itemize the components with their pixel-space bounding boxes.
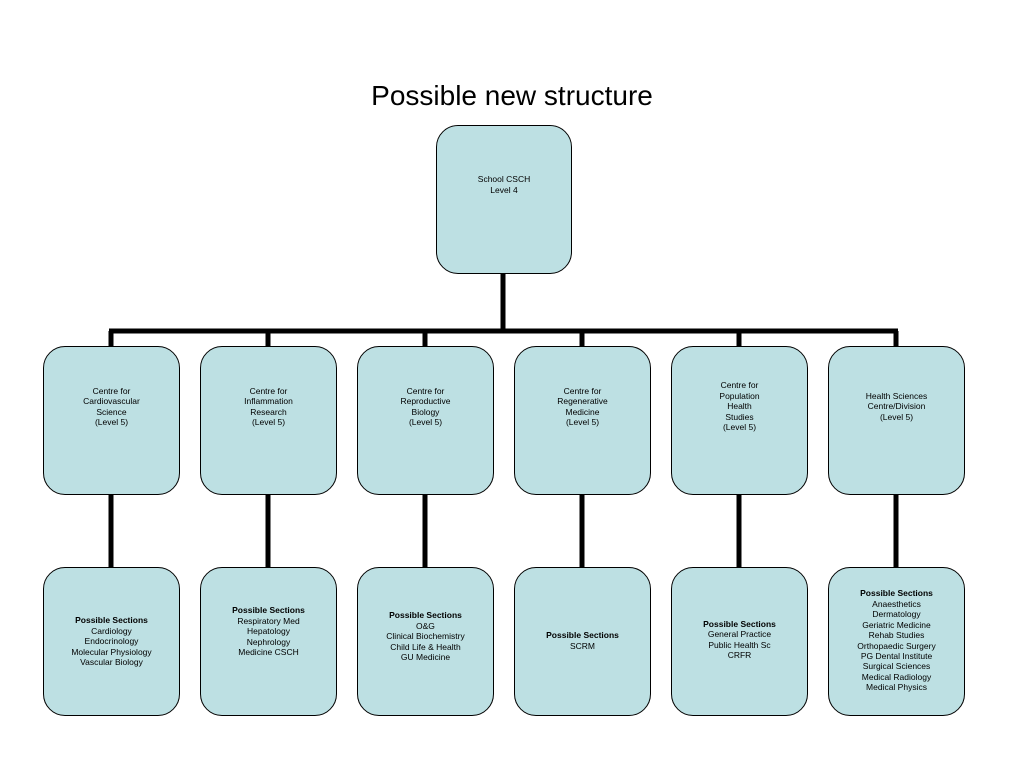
centre-node-line: (Level 5) xyxy=(565,416,600,427)
centre-node-line: Reproductive xyxy=(400,396,451,407)
page-title: Possible new structure xyxy=(371,80,653,111)
sections-node-health-sciences: Possible Sections Anaesthetics Dermatolo… xyxy=(828,567,965,716)
centre-node-line: Centre for xyxy=(720,380,759,391)
section-item: Cardiology xyxy=(91,625,132,636)
section-item: SCRM xyxy=(569,640,596,651)
section-item: Endocrinology xyxy=(84,636,139,647)
centre-node-line: (Level 5) xyxy=(722,422,757,433)
centre-node-text: Centre for Cardiovascular Science (Level… xyxy=(83,386,140,428)
sections-heading: Possible Sections xyxy=(75,615,148,626)
centre-node-line: (Level 5) xyxy=(879,411,914,422)
sections-heading: Possible Sections xyxy=(860,588,933,599)
section-item: Orthopaedic Surgery xyxy=(857,640,936,651)
section-item: Rehab Studies xyxy=(868,630,925,641)
section-item: Medical Physics xyxy=(866,682,927,693)
centre-node-line: (Level 5) xyxy=(251,416,286,427)
centre-node-line: Cardiovascular xyxy=(83,396,140,407)
sections-node-text: Possible Sections Cardiology Endocrinolo… xyxy=(71,615,151,667)
section-item: Respiratory Med xyxy=(237,615,300,626)
centre-node-cardiovascular: Centre for Cardiovascular Science (Level… xyxy=(43,346,180,495)
section-item: Dermatology xyxy=(872,609,921,620)
root-node-text: School CSCH Level 4 xyxy=(478,174,530,195)
centre-node-line: Health Sciences xyxy=(865,390,928,401)
sections-heading: Possible Sections xyxy=(703,618,776,629)
sections-node-regenerative: Possible Sections SCRM xyxy=(514,567,651,716)
section-item: Medicine CSCH xyxy=(238,647,299,658)
centre-node-line: Medicine xyxy=(565,406,600,417)
root-node-line: Level 4 xyxy=(490,184,518,195)
centre-node-line: Population xyxy=(719,390,760,401)
centre-node-line: (Level 5) xyxy=(408,416,443,427)
centre-node-reproductive: Centre for Reproductive Biology (Level 5… xyxy=(357,346,494,495)
centre-node-line: Centre for xyxy=(563,385,602,396)
sections-node-reproductive: Possible Sections O&G Clinical Biochemis… xyxy=(357,567,494,716)
section-item: General Practice xyxy=(707,629,772,640)
centre-node-regenerative: Centre for Regenerative Medicine (Level … xyxy=(514,346,651,495)
sections-heading: Possible Sections xyxy=(232,605,305,616)
section-item: GU Medicine xyxy=(400,652,451,663)
centre-node-line: Studies xyxy=(725,411,754,422)
centre-node-population-health: Centre for Population Health Studies (Le… xyxy=(671,346,808,495)
section-item: Public Health Sc xyxy=(708,639,771,650)
sections-node-population-health: Possible Sections General Practice Publi… xyxy=(671,567,808,716)
section-item: Surgical Sciences xyxy=(862,661,931,672)
centre-node-text: Centre for Reproductive Biology (Level 5… xyxy=(400,386,450,428)
centre-node-line: Centre for xyxy=(406,385,445,396)
sections-heading: Possible Sections xyxy=(389,610,462,621)
section-item: Medical Radiology xyxy=(861,671,932,682)
section-item: Clinical Biochemistry xyxy=(386,631,465,642)
sections-heading: Possible Sections xyxy=(546,630,619,641)
section-item: Vascular Biology xyxy=(80,657,143,668)
sections-node-text: Possible Sections SCRM xyxy=(546,630,619,651)
sections-node-text: Possible Sections O&G Clinical Biochemis… xyxy=(386,610,464,662)
centre-node-line: Science xyxy=(96,406,127,417)
section-item: Child Life & Health xyxy=(390,641,461,652)
centre-node-health-sciences: Health Sciences Centre/Division (Level 5… xyxy=(828,346,965,495)
centre-node-line: Health xyxy=(727,401,752,412)
root-node-line: School CSCH xyxy=(477,174,531,185)
sections-node-text: Possible Sections General Practice Publi… xyxy=(703,619,776,661)
sections-node-text: Possible Sections Anaesthetics Dermatolo… xyxy=(857,588,935,692)
section-item: Molecular Physiology xyxy=(71,646,152,657)
section-item: O&G xyxy=(416,620,435,631)
sections-node-inflammation: Possible Sections Respiratory Med Hepato… xyxy=(200,567,337,716)
sections-node-text: Possible Sections Respiratory Med Hepato… xyxy=(232,605,305,657)
centre-node-line: Inflammation xyxy=(244,396,293,407)
centre-node-line: Biology xyxy=(411,406,440,417)
centre-node-text: Centre for Population Health Studies (Le… xyxy=(719,380,759,432)
centre-node-line: Centre for xyxy=(249,385,288,396)
centre-node-line: (Level 5) xyxy=(94,416,129,427)
centre-node-line: Centre/Division xyxy=(867,401,926,412)
centre-node-inflammation: Centre for Inflammation Research (Level … xyxy=(200,346,337,495)
section-item: Geriatric Medicine xyxy=(862,619,931,630)
section-item: PG Dental Institute xyxy=(860,650,933,661)
root-node: School CSCH Level 4 xyxy=(436,125,572,274)
centre-node-text: Health Sciences Centre/Division (Level 5… xyxy=(866,391,927,422)
centre-node-line: Regenerative xyxy=(557,396,608,407)
section-item: CRFR xyxy=(727,649,752,660)
section-item: Hepatology xyxy=(246,626,290,637)
sections-node-cardiovascular: Possible Sections Cardiology Endocrinolo… xyxy=(43,567,180,716)
section-item: Anaesthetics xyxy=(872,598,921,609)
centre-node-line: Research xyxy=(250,406,287,417)
centre-node-text: Centre for Inflammation Research (Level … xyxy=(244,386,293,428)
centre-node-text: Centre for Regenerative Medicine (Level … xyxy=(557,386,608,428)
section-item: Nephrology xyxy=(246,636,291,647)
centre-node-line: Centre for xyxy=(92,385,131,396)
